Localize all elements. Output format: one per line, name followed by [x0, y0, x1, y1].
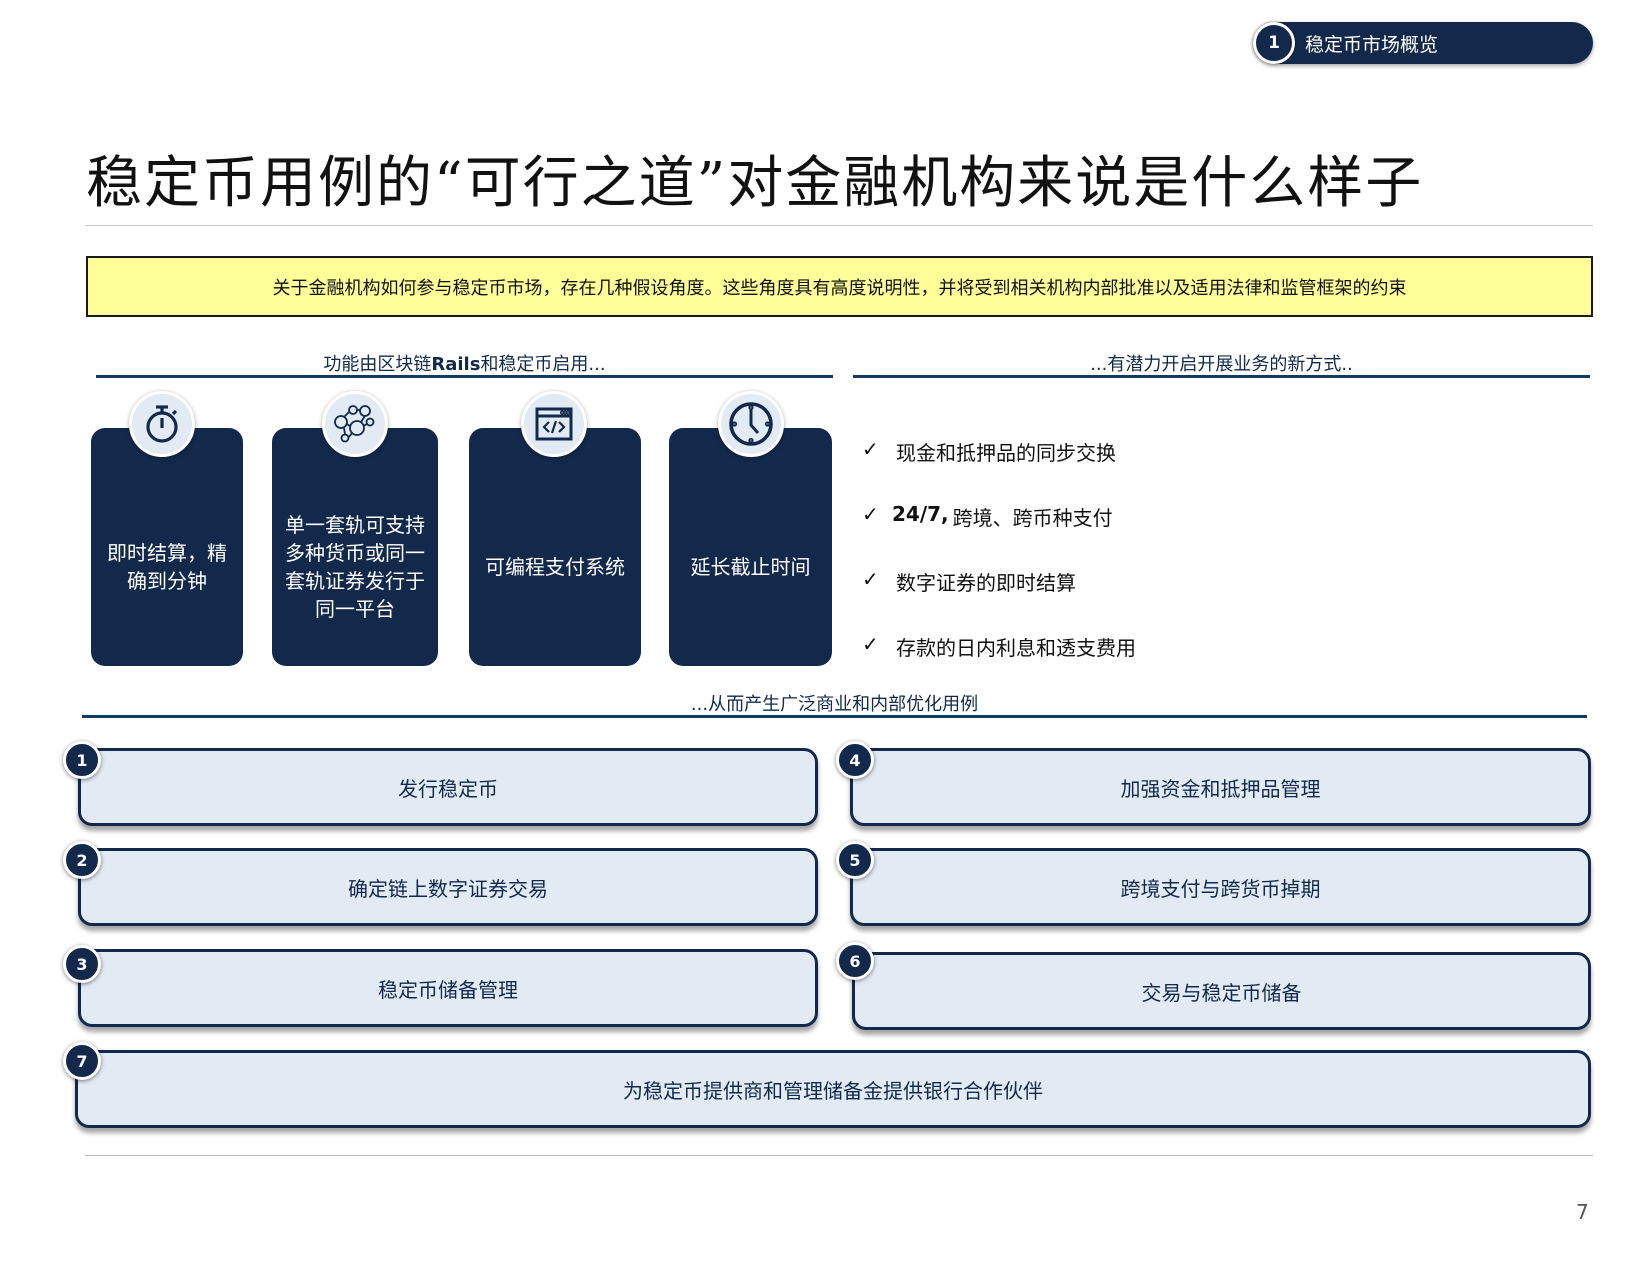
- feature-card-programmable-payments: 可编程支付系统: [469, 428, 641, 666]
- checkmark-icon: ✓: [862, 437, 879, 461]
- enablers-heading-bold: Rails: [431, 354, 481, 375]
- checkmark-icon: ✓: [862, 502, 879, 526]
- usecase-number-badge: 3: [63, 945, 101, 983]
- usecase-card-7: 为稳定币提供商和管理储备金提供银行合作伙伴: [75, 1050, 1591, 1128]
- usecases-heading: ...从而产生广泛商业和内部优化用例: [82, 690, 1587, 718]
- usecase-label: 加强资金和抵押品管理: [1120, 776, 1321, 801]
- opportunity-item-text: 数字证券的即时结算: [896, 571, 1076, 595]
- usecase-label: 确定链上数字证券交易: [348, 876, 548, 901]
- opportunity-item-text: 跨境、跨币种支付: [952, 506, 1113, 530]
- opportunities-list: ✓ 现金和抵押品的同步交换 ✓ 24/7, 跨境、跨币种支付 ✓ 数字证券的即时…: [862, 437, 1136, 697]
- usecase-label: 交易与稳定币储备: [1141, 980, 1302, 1005]
- section-label: 稳定币市场概览: [1305, 33, 1439, 56]
- checkmark-icon: ✓: [862, 567, 879, 591]
- opportunity-item-text: 存款的日内利息和透支费用: [896, 636, 1136, 660]
- opportunity-item-bold: 24/7,: [892, 502, 949, 526]
- usecase-number-badge: 7: [63, 1042, 101, 1080]
- enablers-heading-pre: 功能由区块链: [323, 354, 432, 375]
- usecase-card-1: 发行稳定币: [78, 748, 818, 826]
- code-window-icon: [521, 391, 587, 457]
- opportunity-item: ✓ 现金和抵押品的同步交换: [862, 437, 1136, 502]
- checkmark-icon: ✓: [862, 632, 879, 656]
- title-divider: [85, 225, 1593, 226]
- feature-card-single-rail: 单一套轨可支持多种货币或同一套轨证券发行于同一平台: [272, 428, 438, 666]
- usecase-label: 发行稳定币: [398, 776, 498, 801]
- page-title: 稳定币用例的“可行之道”对金融机构来说是什么样子: [86, 151, 1424, 216]
- disclaimer-banner: 关于金融机构如何参与稳定币市场，存在几种假设角度。这些角度具有高度说明性，并将受…: [86, 256, 1593, 317]
- footer-divider: [85, 1155, 1593, 1156]
- usecase-number-badge: 4: [836, 741, 874, 779]
- section-number-badge: 1: [1253, 22, 1295, 64]
- feature-card-label: 单一套轨可支持多种货币或同一套轨证券发行于同一平台: [285, 513, 425, 621]
- feature-card-extended-cutoff: 延长截止时间: [669, 428, 832, 666]
- usecase-card-4: 加强资金和抵押品管理: [850, 748, 1591, 826]
- opportunities-heading-text: ...有潜力开启开展业务的新方式..: [1090, 354, 1353, 375]
- network-icon: [322, 391, 388, 457]
- section-indicator: 1 稳定币市场概览: [1253, 22, 1593, 64]
- feature-card-label: 可编程支付系统: [485, 555, 625, 579]
- usecase-number-badge: 5: [836, 841, 874, 879]
- feature-card-label: 延长截止时间: [690, 555, 811, 579]
- usecases-heading-text: ...从而产生广泛商业和内部优化用例: [690, 694, 979, 715]
- opportunity-item: ✓ 存款的日内利息和透支费用: [862, 632, 1136, 697]
- page-number: 7: [1576, 1200, 1589, 1224]
- usecase-card-5: 跨境支付与跨货币掉期: [850, 848, 1591, 926]
- usecase-label: 跨境支付与跨货币掉期: [1120, 876, 1321, 901]
- clock-icon: [718, 391, 784, 457]
- usecase-number-badge: 2: [63, 841, 101, 879]
- usecase-label: 稳定币储备管理: [378, 977, 518, 1002]
- stopwatch-icon: [129, 391, 195, 457]
- usecase-label: 为稳定币提供商和管理储备金提供银行合作伙伴: [623, 1078, 1043, 1103]
- usecase-card-3: 稳定币储备管理: [78, 949, 818, 1027]
- usecase-card-2: 确定链上数字证券交易: [78, 848, 818, 926]
- enablers-heading: 功能由区块链Rails和稳定币启用...: [96, 350, 833, 378]
- disclaimer-text: 关于金融机构如何参与稳定币市场，存在几种假设角度。这些角度具有高度说明性，并将受…: [272, 277, 1407, 299]
- usecase-number-badge: 1: [63, 741, 101, 779]
- opportunity-item: ✓ 24/7, 跨境、跨币种支付: [862, 502, 1136, 567]
- opportunity-item: ✓ 数字证券的即时结算: [862, 567, 1136, 632]
- opportunities-heading: ...有潜力开启开展业务的新方式..: [853, 350, 1590, 378]
- enablers-heading-post: 和稳定币启用...: [480, 354, 606, 375]
- opportunity-item-text: 现金和抵押品的同步交换: [896, 441, 1116, 465]
- feature-card-label: 即时结算，精确到分钟: [107, 541, 227, 593]
- feature-card-instant-settlement: 即时结算，精确到分钟: [91, 428, 243, 666]
- usecase-card-6: 交易与稳定币储备: [852, 952, 1591, 1030]
- usecase-number-badge: 6: [836, 942, 874, 980]
